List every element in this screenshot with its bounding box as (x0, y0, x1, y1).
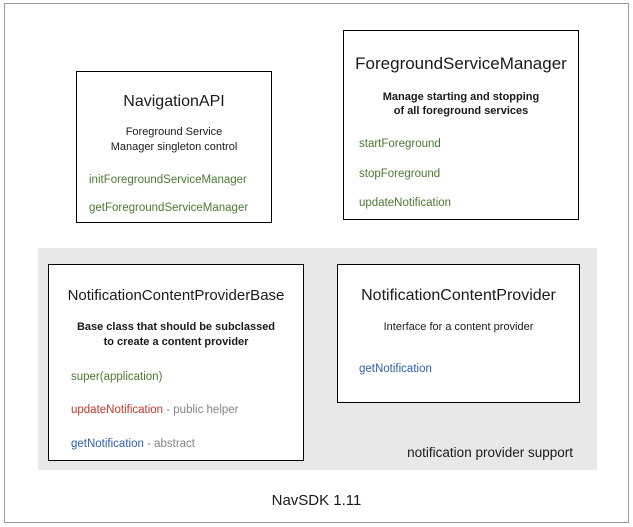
class-members: super(application) updateNotification - … (71, 370, 303, 451)
class-box-foreground-service-manager[interactable]: ForegroundServiceManager Manage starting… (343, 30, 579, 220)
class-member[interactable]: updateNotification (359, 197, 578, 210)
member-name: updateNotification (359, 197, 452, 210)
class-title: NotificationContentProvider (361, 287, 556, 304)
class-description-line: Manage starting and stopping (382, 90, 540, 103)
class-box-notification-content-provider[interactable]: NotificationContentProvider Interface fo… (337, 264, 580, 403)
class-member[interactable]: getForegroundServiceManager (89, 201, 271, 215)
class-member[interactable]: super(application) (71, 370, 303, 384)
class-description: Foreground Service Manager singleton con… (77, 125, 271, 155)
class-title: ForegroundServiceManager (355, 54, 567, 73)
class-description-line: to create a content provider (103, 336, 249, 349)
class-members: startForeground stopForeground updateNot… (359, 138, 578, 210)
member-name: initForegroundServiceManager (89, 174, 247, 187)
class-member[interactable]: initForegroundServiceManager (89, 174, 271, 187)
class-box-navigation-api[interactable]: NavigationAPI Foreground Service Manager… (76, 71, 272, 223)
class-description: Base class that should be subclassed to … (49, 320, 303, 350)
member-name: stopForeground (359, 167, 441, 180)
class-description: Interface for a content provider (338, 320, 579, 335)
class-member[interactable]: stopForeground (359, 167, 578, 181)
group-panel-caption: notification provider support (407, 445, 573, 460)
class-member[interactable]: startForeground (359, 138, 578, 151)
member-note: - abstract (143, 437, 196, 450)
class-description-line: Interface for a content provider (383, 321, 534, 334)
class-box-notification-content-provider-base[interactable]: NotificationContentProviderBase Base cla… (48, 264, 304, 461)
class-title: NavigationAPI (123, 93, 225, 110)
member-name: super(application) (71, 370, 163, 383)
class-members: initForegroundServiceManager getForegrou… (89, 174, 271, 215)
class-description-line: Base class that should be subclassed (76, 321, 276, 334)
class-title: NotificationContentProviderBase (67, 287, 285, 304)
class-members: getNotification (359, 363, 579, 376)
class-member[interactable]: updateNotification - public helper (71, 405, 303, 417)
class-description-line: Manager singleton control (110, 141, 238, 154)
footer-version-label: NavSDK 1.11 (271, 492, 362, 509)
member-name: getForegroundServiceManager (89, 201, 249, 214)
member-name: startForeground (359, 138, 441, 151)
member-name: getNotification (71, 437, 144, 450)
member-note: - public helper (163, 404, 239, 417)
class-description-line: of all foreground services (393, 105, 529, 118)
member-name: updateNotification (71, 404, 164, 417)
class-member[interactable]: getNotification (359, 363, 579, 376)
class-member[interactable]: getNotification - abstract (71, 437, 303, 451)
class-description-line: Foreground Service (125, 126, 223, 139)
class-description: Manage starting and stopping of all fore… (344, 90, 578, 120)
member-name: getNotification (359, 363, 432, 376)
